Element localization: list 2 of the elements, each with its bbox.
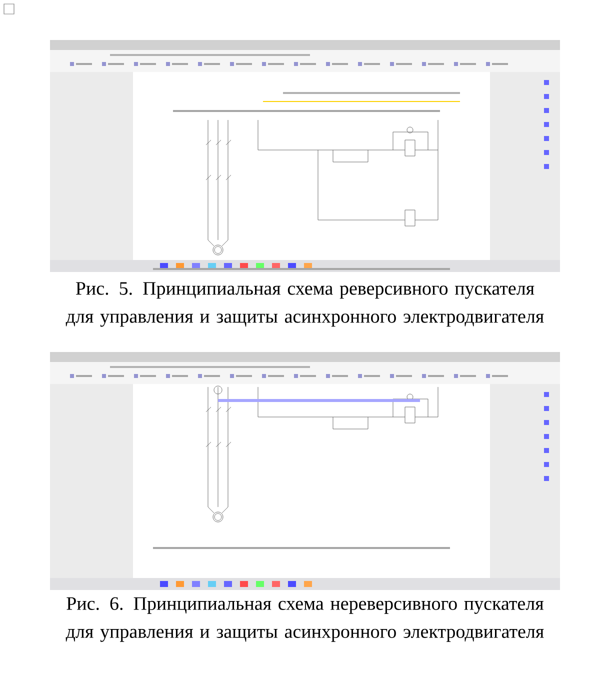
figure-caption: Рис. 6. Принципиальная схема нереверсивного пускателя для управления и защиты асинхронного электродвигателя (66, 597, 544, 642)
figure-caption: Рис. 5. Принципиальная схема реверсивного пускателя для управления и защиты асинхронного электродвигателя (66, 282, 544, 327)
